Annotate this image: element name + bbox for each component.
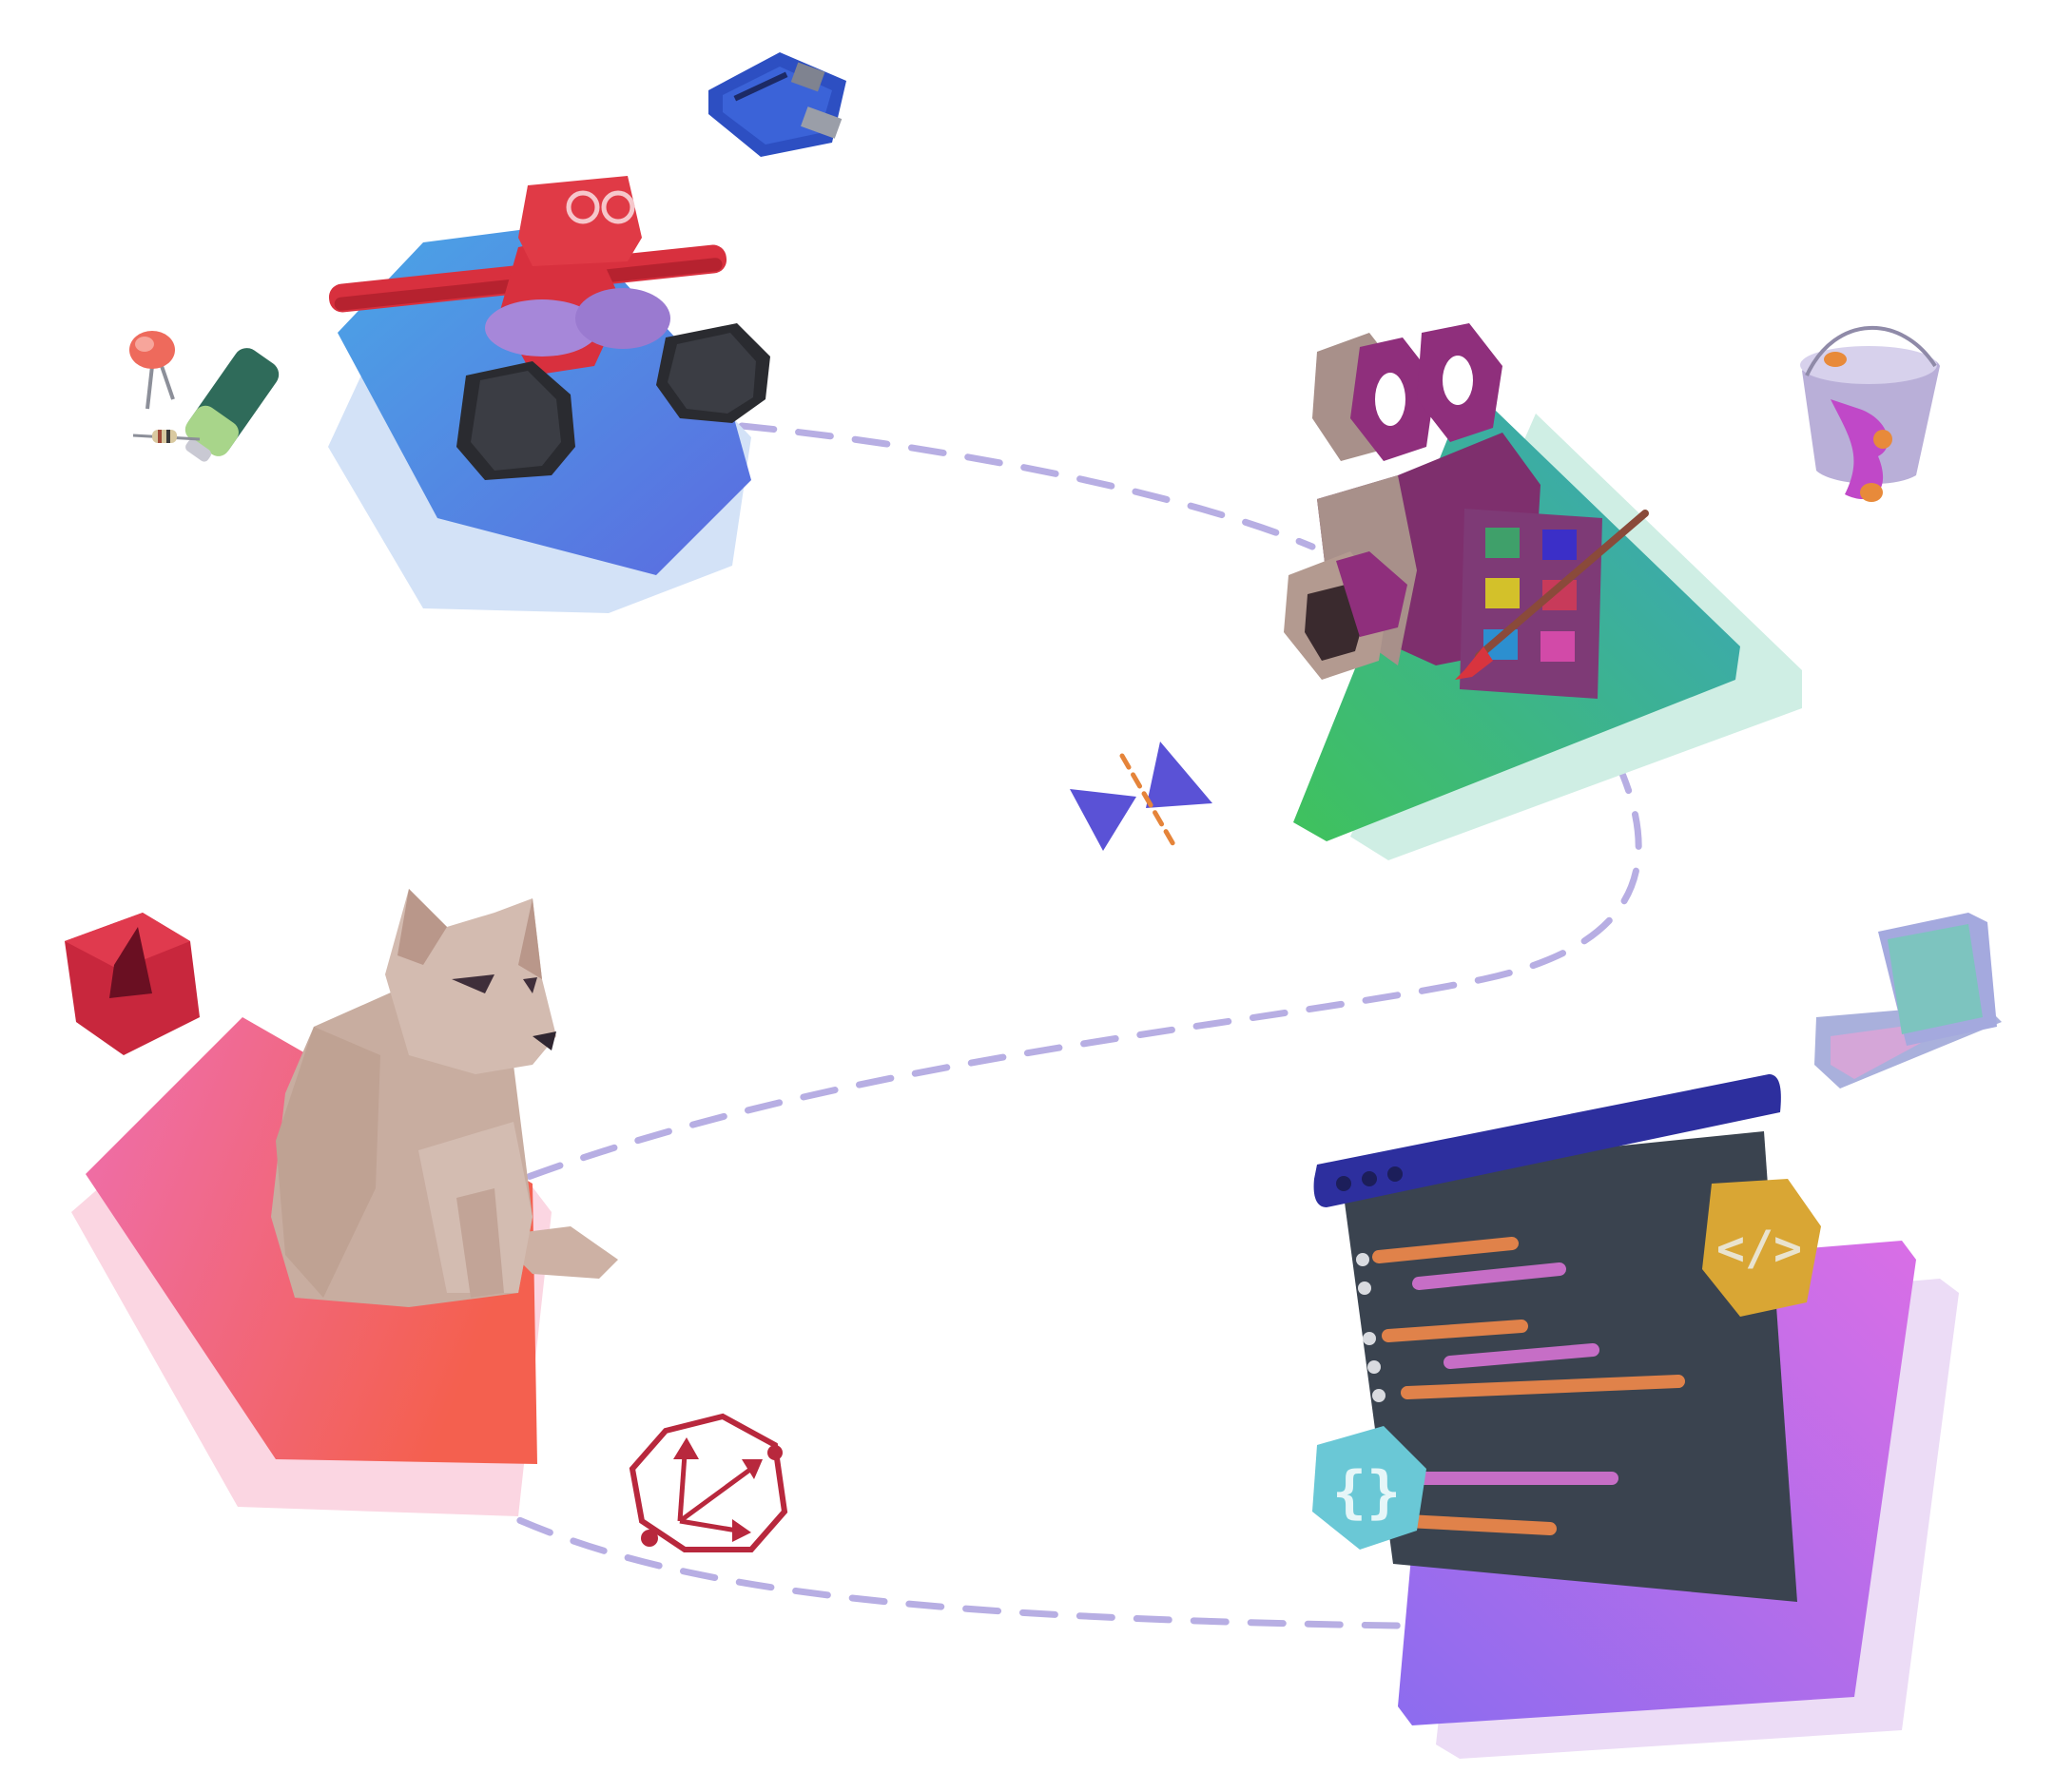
braces-glyph: {} bbox=[1332, 1459, 1401, 1526]
circuit-board-icon bbox=[708, 52, 846, 157]
led-icon bbox=[129, 331, 175, 410]
coding-station: </> {} bbox=[1312, 1074, 1959, 1759]
code-tag-icon: </> bbox=[1702, 1179, 1821, 1317]
film-camera-icon bbox=[1284, 323, 1649, 699]
mirror-triangles-icon bbox=[1070, 742, 1212, 851]
resistor-icon bbox=[132, 430, 201, 443]
code-window-icon bbox=[1313, 1074, 1797, 1602]
animation-station bbox=[1284, 323, 1802, 860]
paint-bucket-icon bbox=[1800, 325, 1940, 502]
battery-icon bbox=[184, 348, 280, 462]
modeling-station bbox=[71, 889, 618, 1516]
laptop-icon bbox=[1814, 913, 2002, 1089]
code-tag-glyph: </> bbox=[1716, 1221, 1802, 1276]
robotics-station bbox=[328, 176, 770, 613]
robot-icon bbox=[328, 176, 770, 480]
curly-braces-icon: {} bbox=[1312, 1426, 1426, 1550]
fox-icon bbox=[271, 889, 618, 1307]
cube-icon bbox=[65, 913, 200, 1055]
transform-gizmo-icon bbox=[629, 1413, 788, 1552]
